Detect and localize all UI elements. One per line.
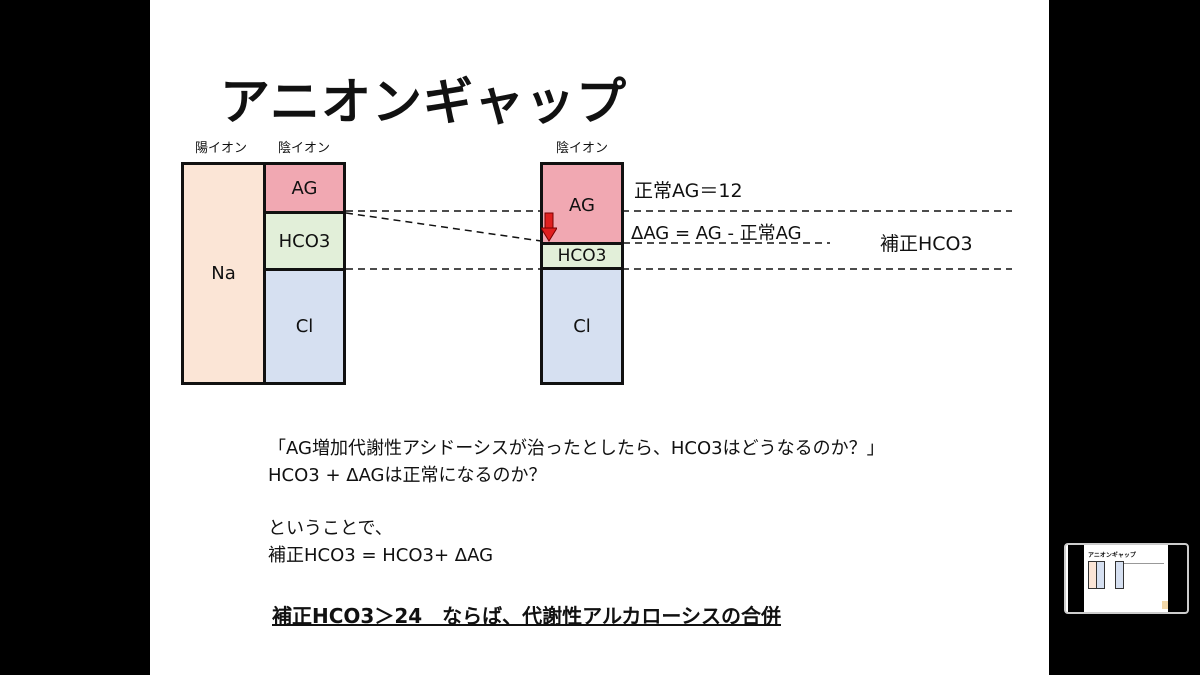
cl-label-left: Cl bbox=[295, 316, 314, 337]
cl-box-left: Cl bbox=[263, 268, 346, 385]
conclusion-line: 補正HCO3＞24 ならば、代謝性アルカローシスの合併 bbox=[272, 604, 781, 628]
cl-box-right: Cl bbox=[540, 267, 624, 385]
slide-title: アニオンギャップ bbox=[220, 73, 627, 131]
ag-label-right: AG bbox=[569, 195, 595, 216]
question-line: 「AG増加代謝性アシドーシスが治ったとしたら、HCO3はどうなるのか？」 bbox=[268, 438, 885, 459]
cation-label: 陽イオン bbox=[195, 141, 248, 156]
hco3-box-right: HCO3 bbox=[540, 242, 624, 270]
question-line-2: HCO3 + ΔAGは正常になるのか？ bbox=[268, 465, 547, 486]
thumb-right-bar bbox=[1168, 545, 1187, 612]
hco3-label-left: HCO3 bbox=[278, 230, 331, 252]
thumb-left-bar bbox=[1068, 545, 1084, 612]
thumb-title: アニオンギャップ bbox=[1088, 552, 1136, 559]
slide: アニオンギャップ 陽イオン 陰イオン Na AG HCO3 Cl 陰イオン AG… bbox=[150, 0, 1049, 675]
formula-line: 補正HCO3 = HCO3+ ΔAG bbox=[268, 545, 494, 566]
therefore-line: ということで、 bbox=[268, 518, 393, 539]
thumb-person bbox=[1162, 601, 1168, 609]
hco3-box-left: HCO3 bbox=[263, 211, 346, 271]
guide-lines bbox=[345, 210, 1012, 270]
normal-ag-text: 正常AG＝12 bbox=[634, 180, 743, 202]
ag-box-left: AG bbox=[263, 162, 346, 214]
dashed-line-diagonal bbox=[345, 212, 542, 242]
hco3-label-right: HCO3 bbox=[557, 246, 607, 266]
na-label: Na bbox=[211, 263, 236, 284]
corrected-hco3-label: 補正HCO3 bbox=[880, 233, 973, 255]
cl-label-right: Cl bbox=[573, 315, 591, 337]
delta-ag-text: ΔAG = AG - 正常AG bbox=[631, 223, 802, 244]
ag-label-left: AG bbox=[291, 177, 318, 199]
slide-thumbnail[interactable]: アニオンギャップ bbox=[1064, 543, 1189, 614]
anion-label-left: 陰イオン bbox=[278, 141, 331, 156]
anion-label-right: 陰イオン bbox=[556, 141, 609, 156]
thumb-anion-right bbox=[1115, 561, 1124, 589]
down-arrow-icon bbox=[541, 212, 557, 242]
thumb-anion bbox=[1096, 561, 1105, 589]
thumb-line bbox=[1124, 563, 1164, 564]
